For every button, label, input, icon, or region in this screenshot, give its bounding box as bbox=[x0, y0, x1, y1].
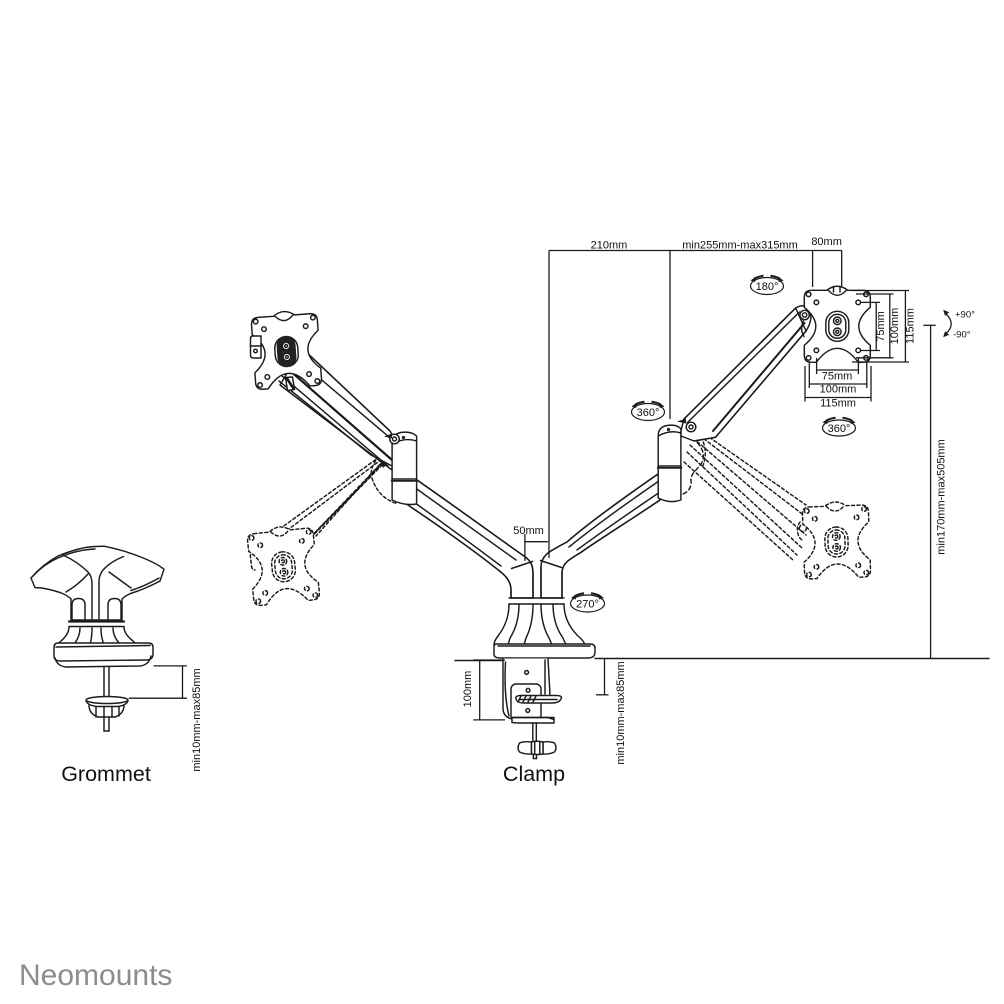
svg-text:-90°: -90° bbox=[953, 330, 971, 341]
svg-text:80mm: 80mm bbox=[811, 236, 842, 248]
svg-text:360°: 360° bbox=[828, 423, 851, 435]
svg-text:100mm: 100mm bbox=[462, 671, 474, 708]
svg-text:50mm: 50mm bbox=[513, 525, 544, 537]
svg-text:min10mm-max85mm: min10mm-max85mm bbox=[191, 668, 203, 771]
svg-text:180°: 180° bbox=[756, 281, 779, 293]
svg-text:75mm: 75mm bbox=[875, 311, 887, 342]
svg-text:210mm: 210mm bbox=[591, 240, 628, 252]
svg-text:75mm: 75mm bbox=[822, 371, 853, 383]
svg-text:100mm: 100mm bbox=[820, 384, 857, 396]
svg-text:min170mm-max505mm: min170mm-max505mm bbox=[936, 439, 948, 555]
svg-text:Clamp: Clamp bbox=[503, 762, 565, 786]
svg-text:Grommet: Grommet bbox=[61, 762, 151, 786]
svg-text:100mm: 100mm bbox=[889, 308, 901, 345]
svg-text:270°: 270° bbox=[576, 599, 599, 611]
svg-text:Neomounts: Neomounts bbox=[19, 959, 172, 992]
svg-text:min255mm-max315mm: min255mm-max315mm bbox=[682, 240, 798, 252]
svg-text:115mm: 115mm bbox=[905, 308, 917, 344]
svg-text:115mm: 115mm bbox=[820, 398, 856, 410]
svg-text:min10mm-max85mm: min10mm-max85mm bbox=[615, 661, 627, 764]
svg-text:360°: 360° bbox=[637, 407, 660, 419]
svg-text:+90°: +90° bbox=[955, 310, 975, 321]
